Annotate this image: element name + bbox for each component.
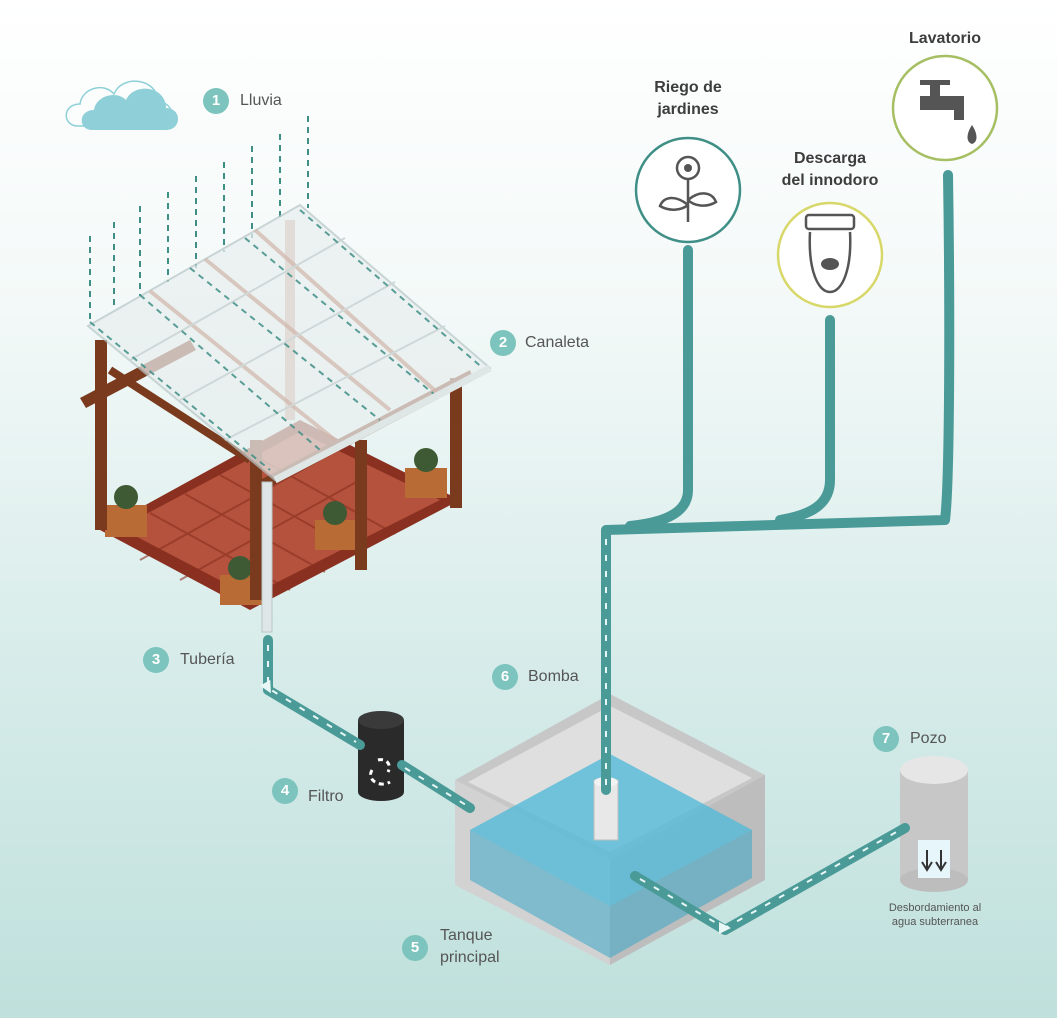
step-3-badge: 3 (143, 647, 169, 673)
step-1-badge: 1 (203, 88, 229, 114)
step-3-label: Tubería (180, 651, 235, 668)
step-2-label: Canaleta (525, 334, 590, 351)
well (900, 756, 968, 892)
sink-ring (891, 54, 999, 162)
overflow-note-line1: Desbordamiento al (888, 902, 982, 914)
sink-title: Lavatorio (908, 30, 981, 47)
step-4-label: Filtro (308, 788, 344, 805)
garden-ring (634, 136, 742, 244)
toilet-title-line2: del innodoro (781, 172, 879, 189)
step-6-label: Bomba (528, 668, 579, 685)
filter-unit (358, 711, 404, 801)
toilet-ring (776, 201, 884, 309)
step-5-label-line1: Tanque (440, 927, 493, 944)
step-7-label: Pozo (910, 730, 947, 747)
step-7-badge: 7 (873, 726, 899, 752)
rain-lines (89, 116, 309, 320)
cloud-icon (65, 80, 178, 130)
pergola (80, 203, 492, 633)
step-6-badge: 6 (492, 664, 518, 690)
step-4-badge: 4 (272, 778, 298, 804)
toilet-title-line1: Descarga (793, 150, 867, 167)
step-1-label: Lluvia (240, 92, 282, 109)
step-5-label-line2: principal (440, 949, 500, 966)
garden-title-line2: jardines (657, 101, 719, 118)
step-5-badge: 5 (402, 935, 428, 961)
overflow-note-line2: agua subterranea (891, 916, 979, 928)
step-2-badge: 2 (490, 330, 516, 356)
garden-title-line1: Riego de (654, 79, 722, 96)
flow-arrows (259, 535, 901, 934)
